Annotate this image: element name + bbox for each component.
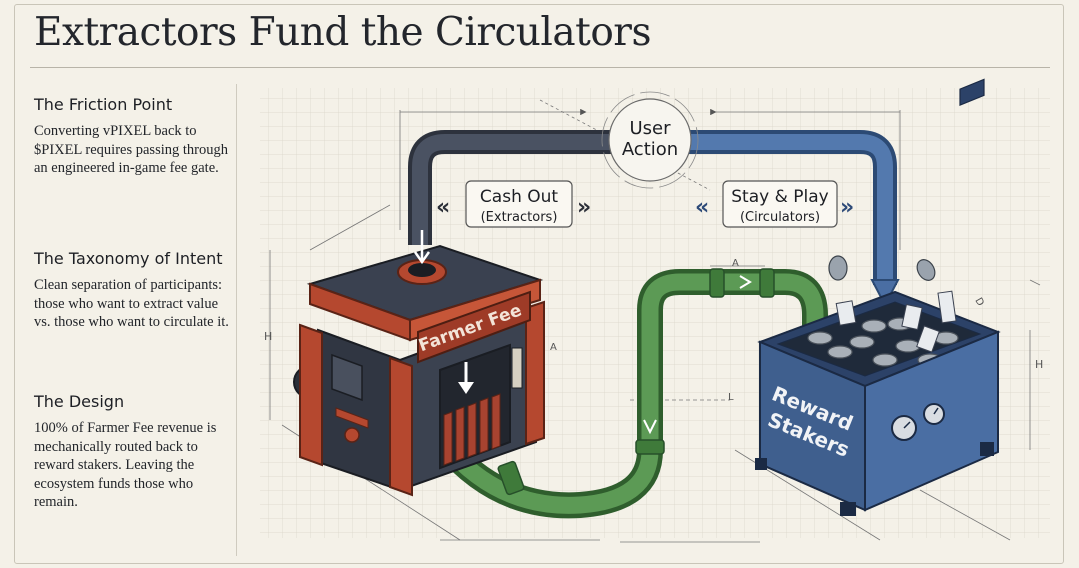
pipe-couplings [497, 268, 775, 496]
flow-diagram: H A H D A L User Action « Cash Out (Extr… [240, 70, 1079, 568]
cash-out-pipe-inner [412, 134, 612, 245]
crate-gauges [891, 78, 985, 441]
user-action-node: User Action [601, 91, 699, 189]
double-chevron-left-icon: « [695, 195, 709, 220]
dim-label-h-right: H [1035, 358, 1043, 371]
column-divider [236, 84, 237, 556]
cash-out-sublabel: (Extractors) [481, 210, 558, 225]
section-the-design: The Design 100% of Farmer Fee revenue is… [34, 392, 230, 512]
page-title: Extractors Fund the Circulators [34, 10, 651, 55]
section-friction-point: The Friction Point Converting vPIXEL bac… [34, 95, 230, 178]
user-action-label-line2: Action [622, 139, 678, 160]
user-action-label-line1: User [629, 118, 671, 139]
title-divider [30, 67, 1050, 68]
cash-out-callout: « Cash Out (Extractors) » [436, 180, 591, 228]
fee-gate-grille [443, 393, 501, 466]
floating-coins [828, 255, 936, 281]
return-pipe-inner [438, 273, 824, 514]
section-body: Clean separation of participants: those … [34, 277, 229, 331]
cash-out-label: Cash Out [480, 187, 558, 207]
dim-label-a: A [732, 258, 739, 269]
double-chevron-right-icon: » [577, 195, 591, 220]
stay-play-pipe-inner [688, 134, 893, 285]
crate-feet [755, 442, 994, 516]
stay-play-label: Stay & Play [731, 187, 828, 207]
page-frame [14, 4, 1064, 564]
stay-play-callout: « Stay & Play (Circulators) » [695, 180, 854, 228]
section-body: 100% of Farmer Fee revenue is mechanical… [34, 420, 217, 511]
flow-diagram-svg: H A H D A L User Action « Cash Out (Extr… [260, 78, 1050, 543]
dim-label-l: L [728, 392, 734, 403]
section-taxonomy-of-intent: The Taxonomy of Intent Clean separation … [34, 249, 230, 332]
dim-label-h-left: H [264, 330, 272, 343]
reward-stakers-crate: Reward Stakers [755, 78, 1001, 516]
farmer-fee-machine: Farmer Fee [293, 230, 545, 497]
section-body: Converting vPIXEL back to $PIXEL require… [34, 123, 228, 177]
stay-play-sublabel: (Circulators) [740, 210, 820, 225]
double-chevron-right-icon: » [840, 195, 854, 220]
double-chevron-left-icon: « [436, 195, 450, 220]
dim-label-a-machine: A [550, 342, 557, 353]
document-cards [835, 290, 957, 353]
section-heading: The Taxonomy of Intent [34, 249, 223, 268]
section-heading: The Friction Point [34, 95, 173, 114]
coin-pile [807, 317, 959, 367]
section-heading: The Design [34, 392, 125, 411]
